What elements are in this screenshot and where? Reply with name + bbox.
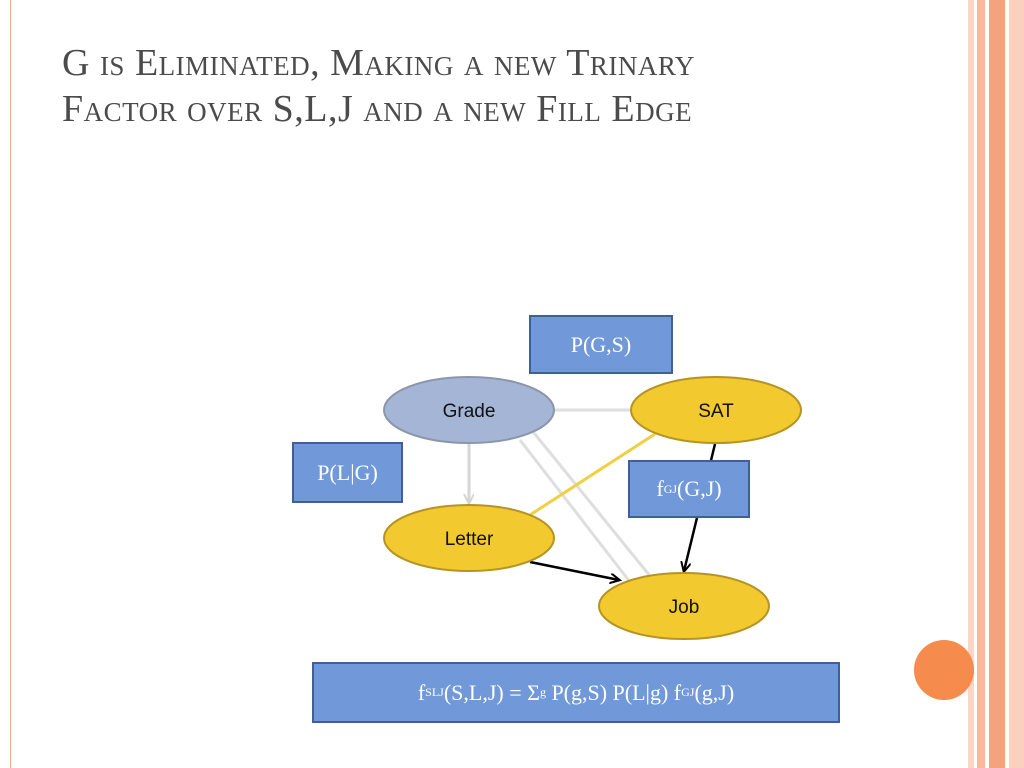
node-letter: Letter [383,504,555,572]
node-job-label: Job [669,597,700,618]
eq-f2: f [673,679,682,705]
factor-f-gj-sub: GJ [663,481,678,496]
factor-p-l-g-label: P(L|G) [317,459,378,485]
edge-grade-job-2 [518,439,632,583]
title-line-2: Factor over S,L,J and a new Fill Edge [62,88,693,130]
eq-terms: P(g,S) P(L|g) [545,679,674,705]
factor-p-g-s-label: P(G,S) [570,331,632,357]
eq-f2-args: (g,J) [694,679,735,705]
eq-f: f [417,679,426,705]
node-sat: SAT [630,376,802,444]
factor-p-g-s: P(G,S) [529,315,673,374]
node-letter-label: Letter [445,529,494,550]
fill-edge-sat-letter [529,432,656,517]
eq-f2-sub: GJ [681,685,695,699]
eq-f-sub: SLJ [425,685,444,699]
node-job: Job [598,572,770,640]
eq-args: (S,L,J) = [443,679,528,705]
slide-title: G is Eliminated, Making a new Trinary Fa… [62,40,922,132]
eq-sigma: Σ [527,679,540,705]
node-grade-label: Grade [443,401,496,422]
left-rule [10,0,11,768]
factor-p-l-g: P(L|G) [292,442,403,503]
accent-dot [914,640,974,700]
edge-grade-job-1 [528,427,652,577]
factor-f-gj-f: f [656,476,664,501]
node-grade: Grade [383,376,555,444]
factor-f-gj-args: (G,J) [677,476,722,501]
eq-sigma-sub: g [539,685,546,699]
node-sat-label: SAT [698,401,734,422]
decorative-border [968,0,1024,768]
edge-letter-job [529,560,619,580]
title-line-1: G is Eliminated, Making a new Trinary [62,42,695,84]
